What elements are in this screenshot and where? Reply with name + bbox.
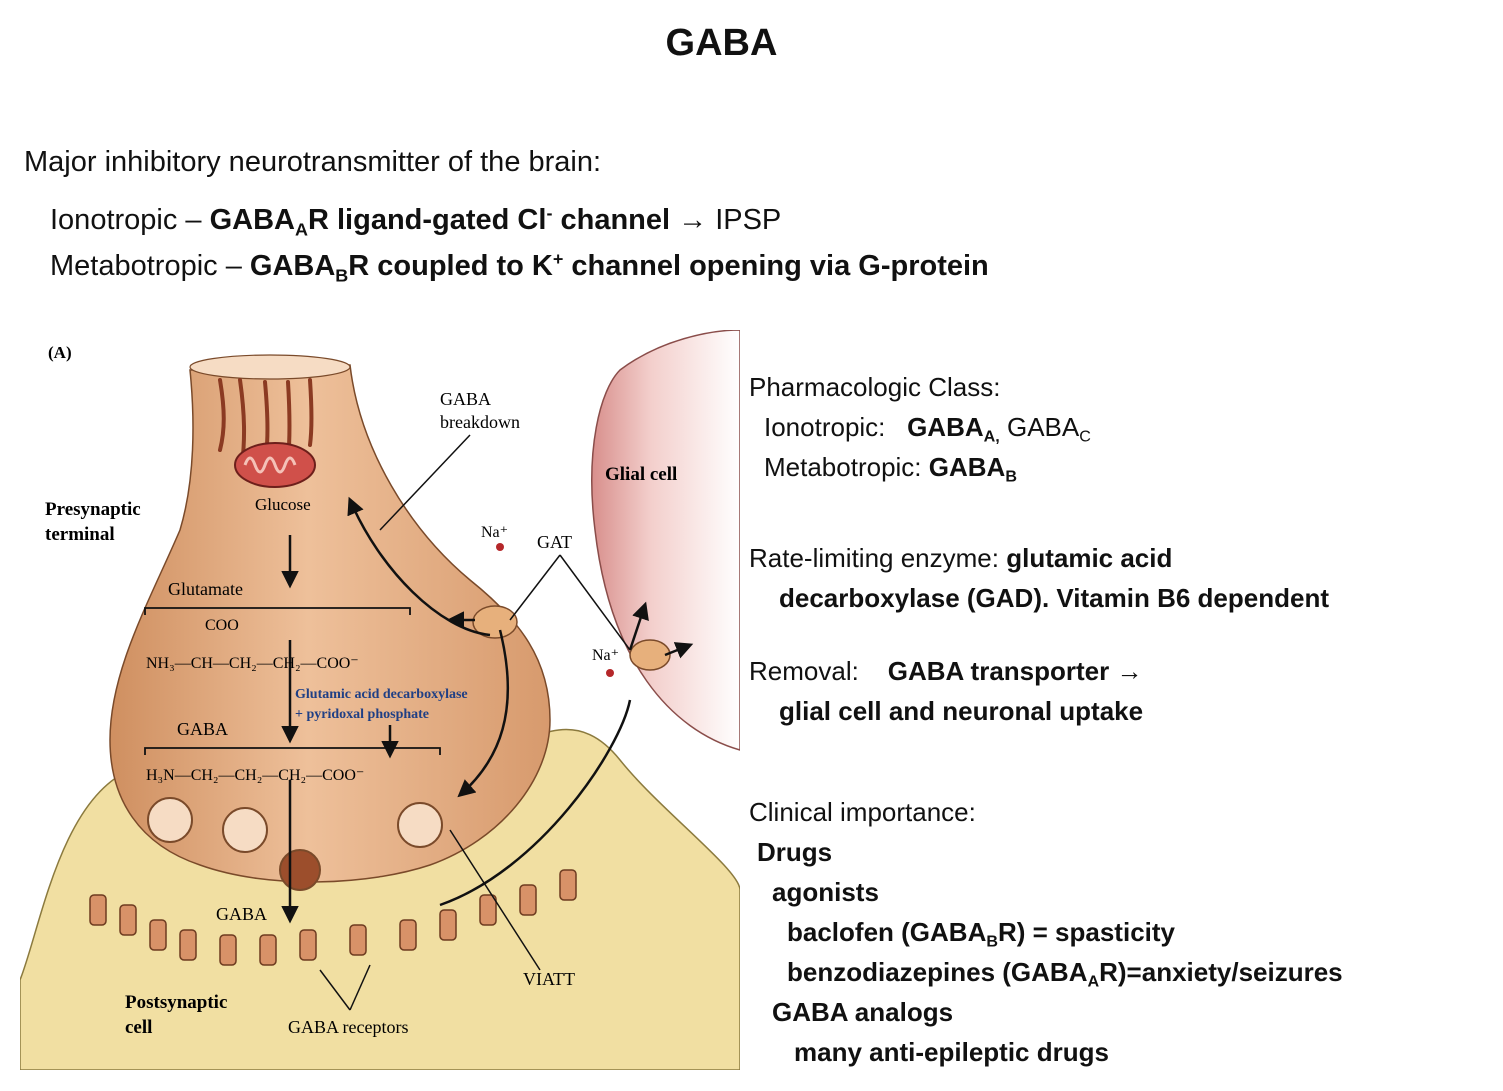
baclofen-sub: B xyxy=(986,932,998,951)
metabotropic-receptor-suffix: R coupled to K xyxy=(348,250,553,282)
gat-transporter-neuron xyxy=(472,605,518,639)
coo-label: COO xyxy=(205,617,239,634)
benzo-line: benzodiazepines (GABAAR)=anxiety/seizure… xyxy=(787,957,1343,991)
ionotropic-channel: channel xyxy=(552,204,671,236)
cleft-gaba-label: GABA xyxy=(216,904,267,924)
agonists-label: agonists xyxy=(772,877,879,907)
viatt-label: VIATT xyxy=(523,969,575,989)
gaba-breakdown-label-1: GABA xyxy=(440,389,491,409)
postsynaptic-label-1: Postsynaptic xyxy=(125,992,227,1013)
rate-line-1: Rate-limiting enzyme: glutamic acid xyxy=(749,543,1172,574)
glutamate-formula: NH₃—CH—CH₂—CH₂—COO⁻ xyxy=(146,655,359,672)
rate-value-1: glutamic acid xyxy=(1006,543,1173,573)
metabotropic-receptor: GABA xyxy=(249,250,336,282)
leader-lines xyxy=(319,434,631,1011)
presynaptic-label-2: terminal xyxy=(45,524,115,545)
ionotropic-receptor-suffix: R ligand-gated Cl xyxy=(307,204,547,236)
na-label-glia: Na⁺ xyxy=(592,647,619,664)
removal-line-1: Removal: GABA transporter → xyxy=(749,656,1142,687)
benzo-sub: A xyxy=(1087,972,1100,991)
metabotropic-ion-sup: + xyxy=(552,249,564,270)
postsynaptic-label-2: cell xyxy=(125,1017,152,1038)
removal-label: Removal: xyxy=(749,656,859,686)
analogs-label: GABA analogs xyxy=(772,997,954,1027)
rate-label: Rate-limiting enzyme: xyxy=(749,543,999,573)
rate-value-2: decarboxylase (GAD). Vitamin B6 dependen… xyxy=(779,583,1329,613)
ionotropic-receptor-sub: A xyxy=(295,219,308,240)
enzyme-label-2: + pyridoxal phosphate xyxy=(295,707,429,722)
pharm-meta-label: Metabotropic: xyxy=(764,452,922,482)
pharm-iono-c-sub: C xyxy=(1079,427,1091,446)
pharm-heading: Pharmacologic Class: xyxy=(749,372,1001,402)
glial-label: Glial cell xyxy=(605,464,677,485)
gaba-breakdown-label-2: breakdown xyxy=(440,412,520,432)
receptors-label: GABA receptors xyxy=(288,1017,408,1037)
removal-line-2: glial cell and neuronal uptake xyxy=(779,696,1143,727)
baclofen-a: baclofen (GABA xyxy=(787,917,987,947)
enzyme-label-1: Glutamic acid decarboxylase xyxy=(295,687,468,702)
glucose-label: Glucose xyxy=(255,495,311,514)
na-label-neuron: Na⁺ xyxy=(481,524,508,541)
panel-label: (A) xyxy=(48,343,72,362)
glutamate-label: Glutamate xyxy=(168,579,243,599)
presynaptic-label-1: Presynaptic xyxy=(45,499,141,520)
ionotropic-ion-sup: - xyxy=(546,203,553,224)
removal-value-1: GABA transporter → xyxy=(887,656,1143,686)
ionotropic-receptor: GABA xyxy=(209,204,295,236)
ionotropic-prefix: Ionotropic – xyxy=(50,204,210,236)
axon-cut-surface xyxy=(189,354,351,380)
baclofen-b: R) = spasticity xyxy=(997,917,1175,947)
pharm-metabotropic: Metabotropic: GABAB xyxy=(764,452,1017,486)
benzo-b: R)=anxiety/seizures xyxy=(1099,957,1343,987)
clinical-heading: Clinical importance: xyxy=(749,797,976,827)
pharm-meta-b: GABA xyxy=(928,452,1006,482)
gat-label: GAT xyxy=(537,532,572,552)
ionotropic-ipsp: → IPSP xyxy=(670,204,782,236)
antiepileptic-label: many anti-epileptic drugs xyxy=(794,1037,1109,1067)
metabotropic-prefix: Metabotropic – xyxy=(50,250,250,282)
intro-heading: Major inhibitory neurotransmitter of the… xyxy=(24,146,602,178)
metabotropic-receptor-sub: B xyxy=(335,265,349,286)
pathway-arrows xyxy=(281,496,694,924)
gaba-label: GABA xyxy=(177,719,228,739)
baclofen-line: baclofen (GABABR) = spasticity xyxy=(787,917,1175,951)
gat-transporter-glia xyxy=(629,639,671,671)
mitochondrion xyxy=(234,442,316,488)
pharm-iono-c: GABA xyxy=(999,412,1080,442)
removal-value-2: glial cell and neuronal uptake xyxy=(779,696,1144,726)
pharm-iono-a: GABA xyxy=(907,412,984,442)
glial-cell xyxy=(591,330,740,751)
pharm-iono-label: Ionotropic: xyxy=(764,412,886,442)
structure-brackets xyxy=(144,607,441,755)
rate-line-2: decarboxylase (GAD). Vitamin B6 dependen… xyxy=(779,583,1329,614)
gaba-synapse-figure: (A) Presynaptic terminal Glial cell GABA… xyxy=(20,330,740,1070)
metabotropic-line: Metabotropic – GABABR coupled to K+ chan… xyxy=(50,249,989,286)
page-title: GABA xyxy=(665,22,778,64)
ionotropic-line: Ionotropic – GABAAR ligand-gated Cl- cha… xyxy=(50,203,782,240)
metabotropic-rest: channel opening via G-protein xyxy=(563,250,989,282)
pharm-iono-a-sub: A, xyxy=(983,427,1000,446)
gaba-receptors xyxy=(89,869,577,966)
pharm-ionotropic: Ionotropic: GABAA, GABAC xyxy=(764,412,1091,446)
benzo-a: benzodiazepines (GABA xyxy=(787,957,1088,987)
pharm-meta-b-sub: B xyxy=(1005,467,1017,486)
gaba-formula: H₃N—CH₂—CH₂—CH₂—COO⁻ xyxy=(146,767,364,784)
drugs-label: Drugs xyxy=(757,837,833,867)
